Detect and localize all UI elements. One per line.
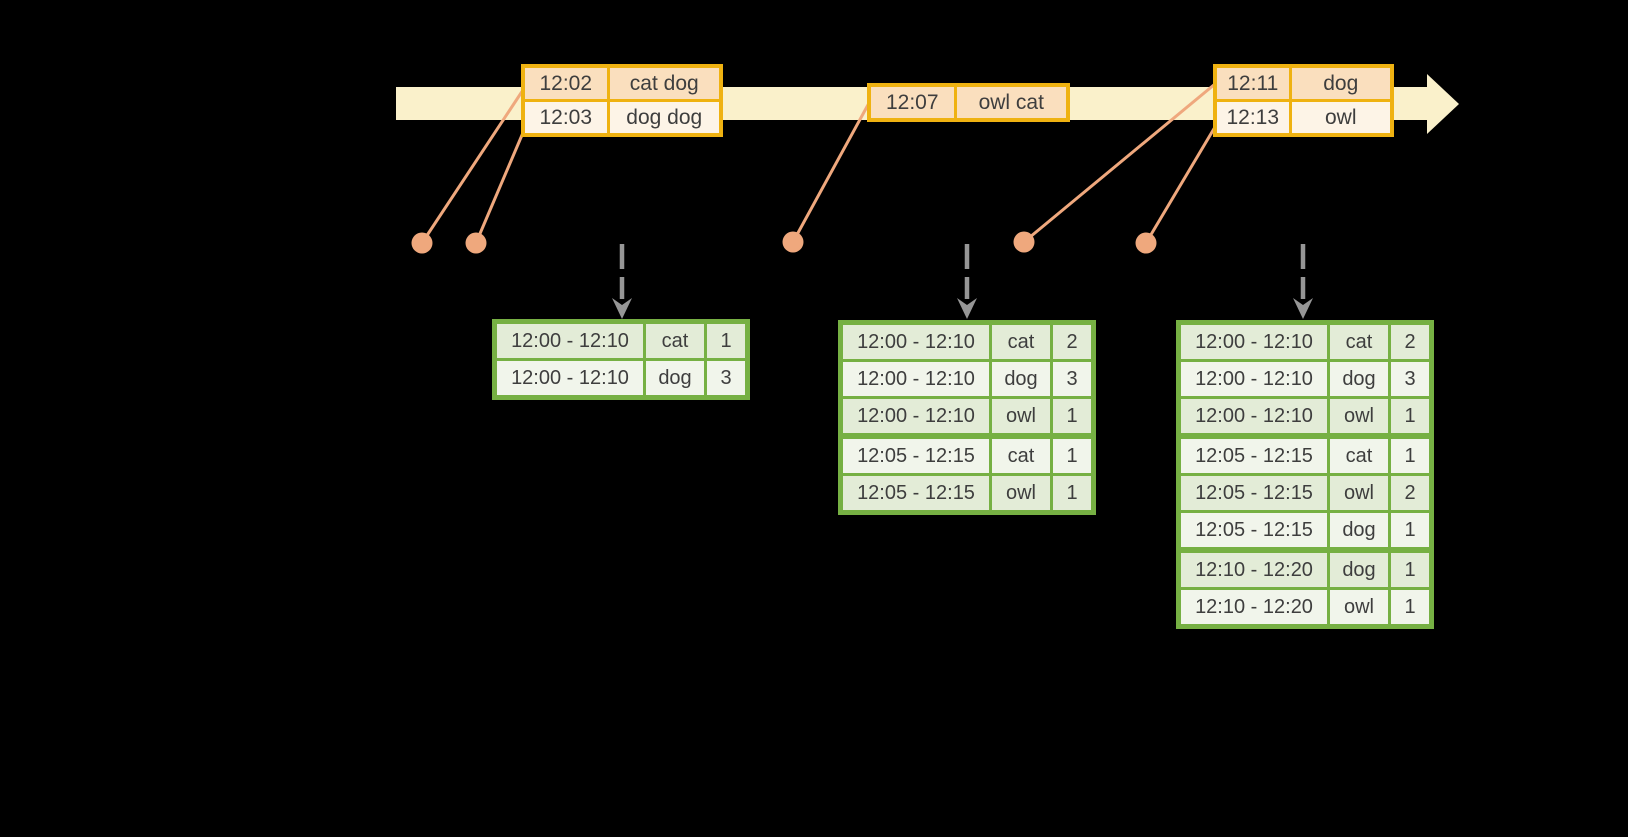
table-cell: 1 — [704, 320, 749, 361]
table-cell: 12:00 - 12:10 — [1177, 359, 1330, 399]
table-cell: 12:00 - 12:10 — [493, 320, 646, 361]
event-connector-line — [474, 127, 527, 244]
table-cell: 12:05 - 12:15 — [839, 433, 992, 476]
trigger-arrowhead-icon — [957, 298, 977, 319]
table-cell: dog — [1327, 510, 1391, 552]
table-cell: dog — [1327, 547, 1391, 590]
event-dot-icon — [1135, 232, 1157, 254]
table-cell: 1 — [1388, 587, 1433, 628]
table-cell: 12:00 - 12:10 — [1177, 396, 1330, 438]
table-cell: 2 — [1050, 321, 1095, 362]
table-cell: owl — [1327, 587, 1391, 628]
table-cell: 12:05 - 12:15 — [1177, 473, 1330, 513]
table-cell: owl — [1288, 99, 1394, 137]
table-cell: 1 — [1388, 547, 1433, 590]
table-cell: 3 — [1388, 359, 1433, 399]
event-dots — [411, 231, 1157, 254]
table-cell: cat dog — [606, 64, 723, 102]
table-cell: 1 — [1388, 396, 1433, 438]
table-cell: 1 — [1388, 510, 1433, 552]
table-cell: cat — [989, 433, 1053, 476]
table-cell: 12:11 — [1213, 64, 1292, 102]
event-dot-icon — [782, 231, 804, 253]
table-cell: 12:03 — [521, 99, 610, 137]
table-cell: 2 — [1388, 473, 1433, 513]
table-cell: 3 — [704, 358, 749, 399]
table-cell: 12:05 - 12:15 — [1177, 433, 1330, 476]
table-cell: 1 — [1388, 433, 1433, 476]
table-cell: 12:00 - 12:10 — [839, 396, 992, 438]
table-cell: 12:10 - 12:20 — [1177, 547, 1330, 590]
trigger-arrowhead-icon — [1293, 298, 1313, 319]
event-connector-line — [1144, 126, 1217, 244]
table-cell: 1 — [1050, 396, 1095, 438]
table-cell: 1 — [1050, 473, 1095, 514]
table-cell: owl — [1327, 473, 1391, 513]
table-cell: 12:13 — [1213, 99, 1292, 137]
table-cell: dog — [1327, 359, 1391, 399]
table-cell: dog — [1288, 64, 1394, 102]
table-cell: dog — [643, 358, 707, 399]
trigger-arrowhead-icon — [612, 298, 632, 319]
event-connector-line — [791, 102, 871, 243]
table-cell: cat — [1327, 433, 1391, 476]
table-cell: owl — [989, 473, 1053, 514]
event-dot-icon — [411, 232, 433, 254]
table-cell: 12:02 — [521, 64, 610, 102]
event-dot-icon — [1013, 231, 1035, 253]
table-cell: 12:00 - 12:10 — [839, 359, 992, 399]
table-cell: 12:00 - 12:10 — [839, 321, 992, 362]
table-cell: 12:05 - 12:15 — [1177, 510, 1330, 552]
table-cell: 12:00 - 12:10 — [493, 358, 646, 399]
table-cell: 12:10 - 12:20 — [1177, 587, 1330, 628]
table-cell: owl cat — [953, 83, 1070, 122]
timeline-arrowhead-icon — [1427, 74, 1459, 134]
table-cell: cat — [1327, 321, 1391, 362]
event-dot-icon — [465, 232, 487, 254]
table-cell: cat — [989, 321, 1053, 362]
table-cell: 3 — [1050, 359, 1095, 399]
table-cell: 12:05 - 12:15 — [839, 473, 992, 514]
table-cell: dog — [989, 359, 1053, 399]
table-cell: 12:07 — [867, 83, 957, 122]
table-cell: owl — [1327, 396, 1391, 438]
trigger-arrows — [612, 244, 1313, 319]
table-cell: 2 — [1388, 321, 1433, 362]
table-cell: 12:00 - 12:10 — [1177, 321, 1330, 362]
table-cell: 1 — [1050, 433, 1095, 476]
table-cell: dog dog — [606, 99, 723, 137]
table-cell: cat — [643, 320, 707, 361]
table-cell: owl — [989, 396, 1053, 438]
